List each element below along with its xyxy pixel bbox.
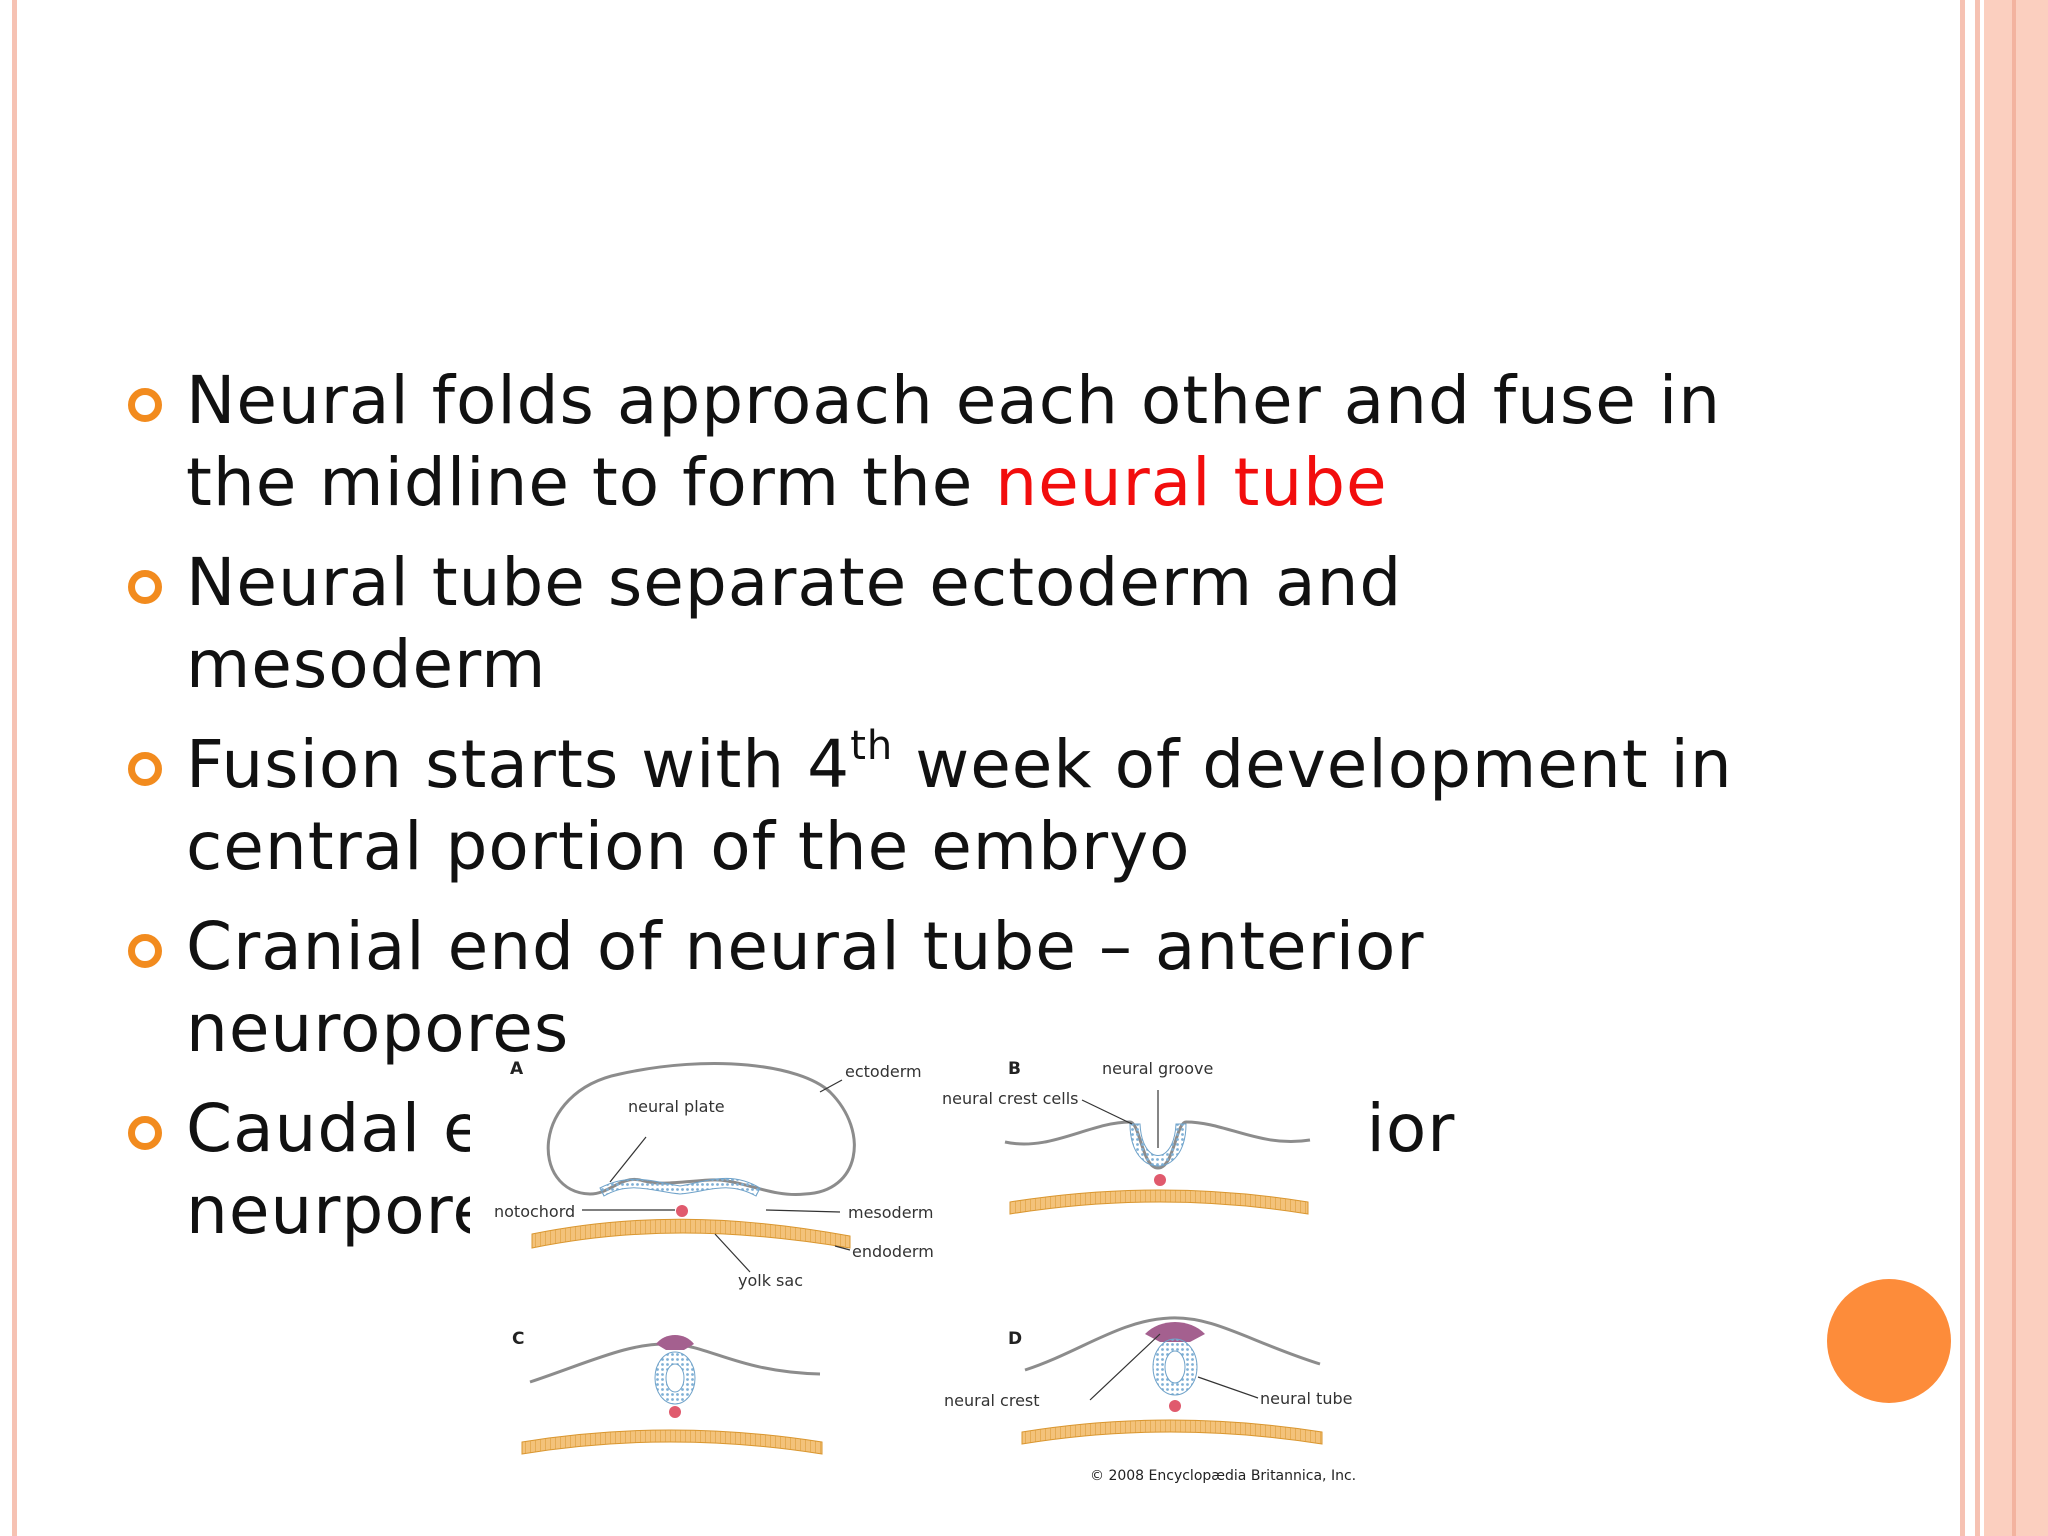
bullet-item: Fusion starts with 4th week of developme…	[128, 724, 1768, 888]
label-mesoderm: mesoderm	[848, 1203, 933, 1222]
superscript: th	[850, 723, 894, 769]
notochord-a	[676, 1205, 688, 1217]
bullet-ring-icon	[128, 570, 162, 604]
diagram-svg: A neural plate ectoderm notochord mesode…	[494, 1059, 1356, 1484]
yolk-sac-b	[1009, 1189, 1309, 1215]
bullet-ring-icon	[128, 934, 162, 968]
notochord-c	[669, 1406, 681, 1418]
yolk-sac-c	[521, 1429, 823, 1455]
slide-frame-right-band	[1984, 0, 2048, 1536]
notochord-d	[1169, 1400, 1181, 1412]
bullet-item: Neural tube separate ectoderm and mesode…	[128, 542, 1768, 706]
bullet-text: Cranial end of neural tube – anterior ne…	[186, 908, 1425, 1067]
decorative-circle	[1827, 1279, 1951, 1403]
label-yolk-sac: yolk sac	[738, 1271, 803, 1290]
bullet-item: Cranial end of neural tube – anterior ne…	[128, 906, 1768, 1070]
neural-plate	[599, 1177, 761, 1197]
label-endoderm: endoderm	[852, 1242, 934, 1261]
label-neural-crest: neural crest	[944, 1391, 1040, 1410]
figure-copyright: © 2008 Encyclopædia Britannica, Inc.	[1090, 1468, 1356, 1484]
panel-label-b: B	[1008, 1059, 1021, 1079]
bullet-text: Fusion starts with 4	[186, 726, 851, 803]
yolk-sac-a	[531, 1218, 851, 1249]
slide-frame-right-stripe	[2012, 0, 2016, 1536]
label-ectoderm: ectoderm	[845, 1062, 922, 1081]
slide-frame-right-line	[1960, 0, 1965, 1536]
panel-label-a: A	[510, 1059, 524, 1079]
slide-frame-left	[12, 0, 17, 1536]
bullet-text: Neural folds approach each other and fus…	[186, 362, 1722, 521]
ectoderm-b	[1004, 1120, 1311, 1170]
yolk-sac-d	[1021, 1419, 1323, 1445]
panel-label-c: C	[512, 1329, 524, 1349]
label-neural-tube: neural tube	[1260, 1389, 1352, 1408]
ectoderm-outline	[546, 1062, 856, 1197]
highlighted-term: neural tube	[995, 444, 1388, 521]
panel-label-d: D	[1008, 1329, 1022, 1349]
slide-frame-right-line	[1975, 0, 1980, 1536]
bullet-item: Neural folds approach each other and fus…	[128, 360, 1768, 524]
label-neural-crest-cells: neural crest cells	[942, 1089, 1078, 1108]
label-neural-groove: neural groove	[1102, 1059, 1213, 1078]
bullet-ring-icon	[128, 388, 162, 422]
neural-crest-d	[1145, 1322, 1205, 1342]
neural-tube-diagram: A neural plate ectoderm notochord mesode…	[470, 1052, 1370, 1500]
bullet-text: Neural tube separate ectoderm and mesode…	[186, 544, 1403, 703]
neural-crest-c	[656, 1335, 694, 1350]
bullet-ring-icon	[128, 752, 162, 786]
notochord-b	[1154, 1174, 1166, 1186]
bullet-text: week of development in central portion o…	[186, 726, 1733, 885]
bullet-ring-icon	[128, 1116, 162, 1150]
label-neural-plate: neural plate	[628, 1097, 725, 1116]
ectoderm-d	[1024, 1316, 1321, 1372]
neural-groove-b	[1129, 1123, 1187, 1167]
label-notochord: notochord	[494, 1202, 575, 1221]
